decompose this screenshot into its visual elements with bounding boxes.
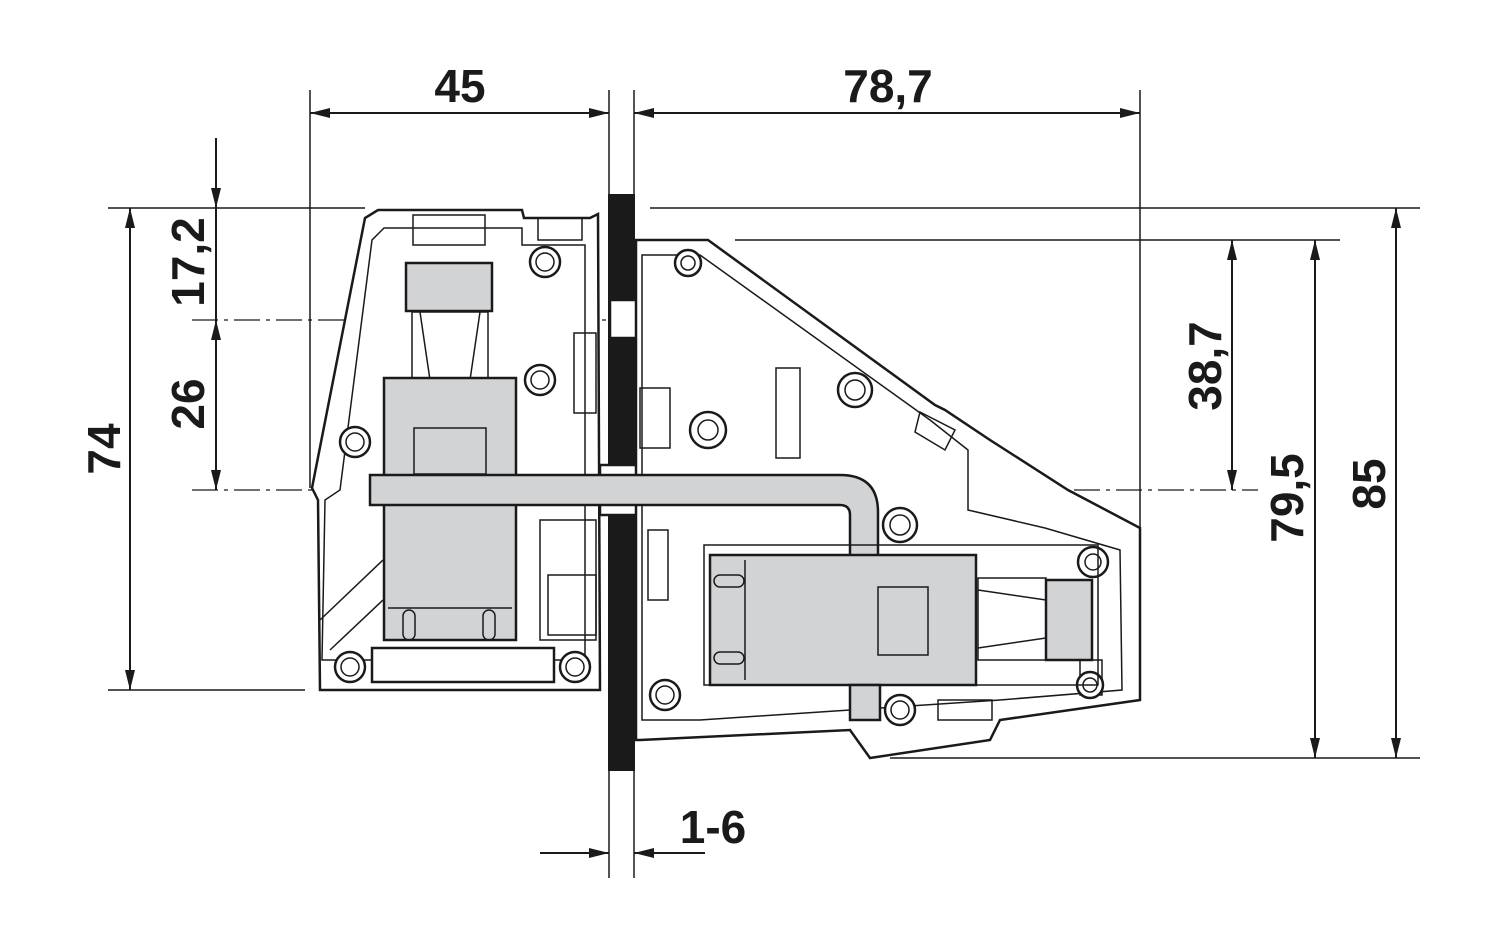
dimension-lines <box>125 108 1401 858</box>
extension-lines <box>108 90 1420 878</box>
dimension-labels: 45 78,7 74 17,2 26 38,7 79,5 85 1-6 <box>78 60 1395 853</box>
dim-width-left: 45 <box>434 60 485 112</box>
dim-height-total-left: 74 <box>78 423 130 475</box>
dim-height-right-38: 38,7 <box>1179 321 1231 411</box>
left-plug-connector <box>382 261 518 642</box>
dim-height-right-79: 79,5 <box>1261 453 1313 543</box>
right-plug-connector <box>703 544 1099 722</box>
dim-height-total-right: 85 <box>1343 458 1395 509</box>
dim-height-mid: 26 <box>162 378 214 429</box>
dim-height-top-offset: 17,2 <box>162 217 214 307</box>
dim-width-right: 78,7 <box>843 60 933 112</box>
dim-panel-thickness: 1-6 <box>680 801 746 853</box>
